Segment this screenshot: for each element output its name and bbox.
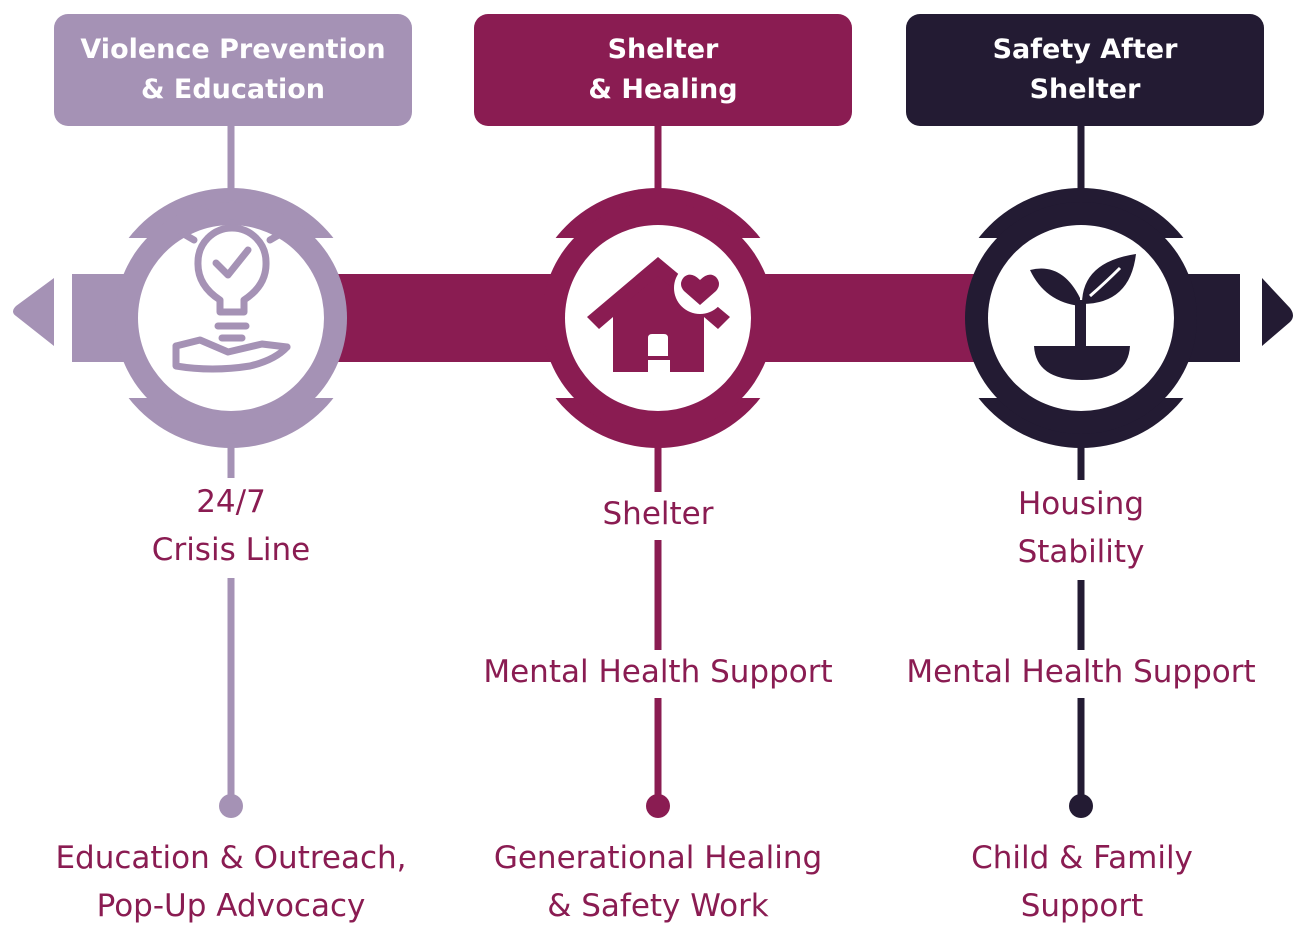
endpoint-dot-3 bbox=[1069, 794, 1093, 818]
stage-1-endpoint-label: Education & Outreach, Pop-Up Advocacy bbox=[55, 840, 407, 924]
triangle-right-icon[interactable] bbox=[1262, 278, 1293, 346]
stage-title-2: Shelter & Healing bbox=[474, 14, 852, 126]
lightbulb-hand-icon bbox=[172, 200, 291, 373]
stage-hub-1 bbox=[72, 188, 390, 448]
triangle-left-icon[interactable] bbox=[13, 278, 54, 346]
endpoint-dot-1 bbox=[219, 794, 243, 818]
sprout-icon bbox=[1030, 254, 1136, 380]
endpoint-dot-2 bbox=[646, 794, 670, 818]
stage-3-item-housing-stability: Housing Stability bbox=[996, 480, 1166, 580]
stage-3-item-mental-health: Mental Health Support bbox=[884, 650, 1278, 698]
stage-2-endpoint-label: Generational Healing & Safety Work bbox=[493, 840, 823, 924]
stage-2-item-shelter: Shelter bbox=[583, 492, 733, 540]
stage-title-3: Safety After Shelter bbox=[906, 14, 1264, 126]
stage-1-item-crisis-line: 24/7 Crisis Line bbox=[121, 478, 341, 578]
house-heart-icon bbox=[587, 257, 730, 372]
stage-3-endpoint-label: Child & Family Support bbox=[971, 840, 1193, 924]
stage-2-item-mental-health: Mental Health Support bbox=[462, 650, 854, 698]
stage-title-1: Violence Prevention & Education bbox=[54, 14, 412, 126]
